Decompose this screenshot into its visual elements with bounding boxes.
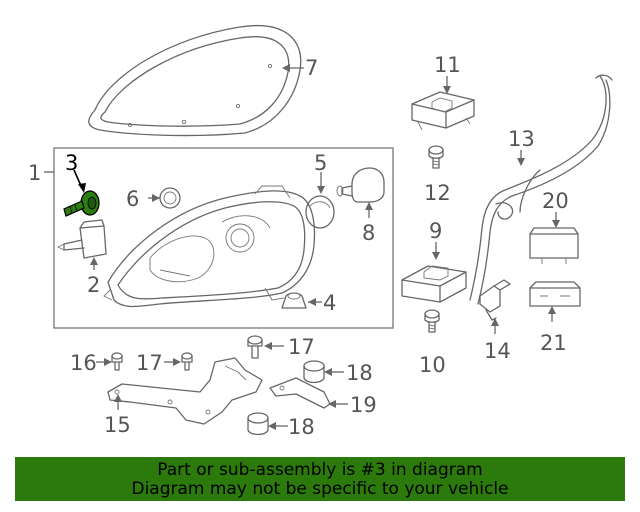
headlamp-housing[interactable] (103, 185, 316, 308)
callout-18b: 18 (288, 415, 315, 439)
callout-8: 8 (362, 221, 375, 245)
part-2-bulb-socket[interactable] (56, 219, 107, 259)
callout-19: 19 (350, 393, 377, 417)
callout-17a: 17 (136, 351, 163, 375)
part-11-control-module[interactable] (411, 91, 475, 131)
part-15-bracket[interactable] (107, 357, 263, 425)
assembly-frame (53, 147, 394, 329)
part-12-screw[interactable] (428, 145, 444, 169)
part-7-gasket[interactable] (88, 25, 302, 137)
callout-15: 15 (104, 413, 131, 437)
callout-20: 20 (542, 189, 569, 213)
callout-7: 7 (305, 56, 318, 80)
part-17-bolt-b[interactable] (247, 335, 263, 359)
part-14-connector[interactable] (479, 279, 511, 321)
part-20-module[interactable] (529, 227, 579, 264)
part-3-screw-highlighted[interactable] (63, 190, 100, 217)
part-17-bolt-a[interactable] (181, 352, 193, 371)
part-13-cable[interactable] (469, 74, 613, 305)
part-19-strap[interactable] (269, 377, 331, 409)
callout-13: 13 (508, 127, 535, 151)
banner-line-1: Part or sub-assembly is #3 in diagram (157, 460, 483, 480)
part-18-mount-b[interactable] (247, 412, 269, 436)
callout-11: 11 (434, 53, 461, 77)
callout-12: 12 (424, 181, 451, 205)
callout-21: 21 (540, 331, 567, 355)
part-16-bolt[interactable] (111, 352, 123, 371)
part-21-bracket[interactable] (529, 281, 581, 307)
callout-4: 4 (323, 291, 336, 315)
callout-14: 14 (484, 339, 511, 363)
callout-1: 1 (28, 161, 41, 185)
part-10-screw[interactable] (424, 309, 440, 333)
callout-17b: 17 (288, 335, 315, 359)
banner-line-2: Diagram may not be specific to your vehi… (131, 479, 509, 499)
callout-10: 10 (419, 353, 446, 377)
callout-5: 5 (314, 151, 327, 175)
part-18-mount-a[interactable] (303, 360, 325, 384)
info-banner: Part or sub-assembly is #3 in diagram Di… (15, 457, 625, 501)
part-5-cap[interactable] (305, 195, 335, 229)
callout-16: 16 (70, 351, 97, 375)
callout-9: 9 (429, 219, 442, 243)
callout-6: 6 (126, 187, 139, 211)
part-6-o-ring[interactable] (159, 187, 181, 209)
part-4-grommet[interactable] (281, 292, 307, 309)
part-9-ballast[interactable] (401, 265, 467, 303)
callout-18a: 18 (346, 361, 373, 385)
callout-2: 2 (87, 273, 100, 297)
callout-3: 3 (65, 151, 78, 175)
part-8-bulb[interactable] (336, 167, 385, 203)
